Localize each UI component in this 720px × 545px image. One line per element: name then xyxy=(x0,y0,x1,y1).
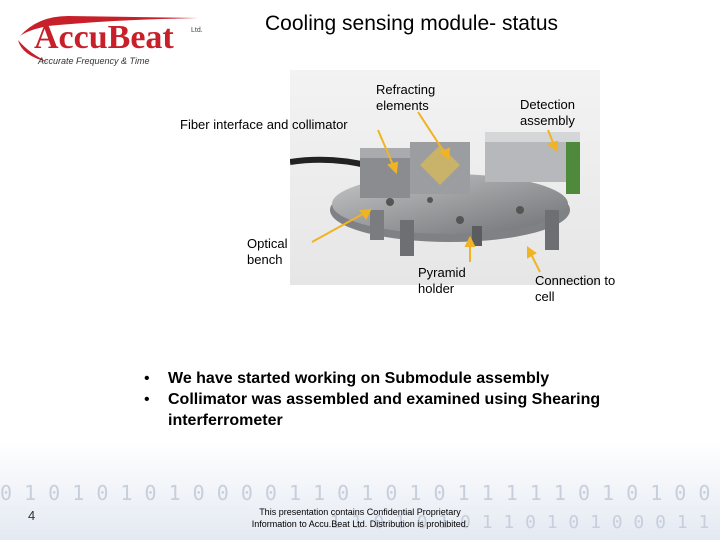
bullet-item: We have started working on Submodule ass… xyxy=(142,368,702,389)
label-connection-to-cell: Connection to cell xyxy=(535,273,616,304)
label-optical-bench: Optical bench xyxy=(247,236,288,267)
label-detection-assembly: Detection assembly xyxy=(520,97,575,128)
status-bullet-list: We have started working on Submodule ass… xyxy=(142,368,702,431)
binary-footer-background: 0 1 0 1 0 1 0 1 0 0 0 0 1 1 0 1 0 1 0 1 … xyxy=(0,440,720,540)
logo-ltd: Ltd. xyxy=(191,27,203,34)
logo-tagline: Accurate Frequency & Time xyxy=(37,56,149,66)
confidential-notice: This presentation contains Confidential … xyxy=(251,507,469,529)
label-pyramid-holder: Pyramid holder xyxy=(418,265,466,296)
accubeat-logo: AccuBeat Ltd. Accurate Frequency & Time xyxy=(8,10,208,70)
label-refracting-elements: Refracting elements xyxy=(376,82,436,113)
logo-wordmark: AccuBeat xyxy=(34,19,174,56)
binary-row: 1 1 0 1 0 1 0 1 1 0 1 0 1 0 0 0 1 1 1 1 … xyxy=(330,512,720,533)
bullet-item: Collimator was assembled and examined us… xyxy=(142,389,702,431)
slide-title: Cooling sensing module- status xyxy=(265,12,558,35)
slide-number: 4 xyxy=(28,508,36,523)
binary-row: 0 1 0 1 0 1 0 1 0 0 0 0 1 1 0 1 0 1 0 1 … xyxy=(0,481,720,505)
label-fiber-interface: Fiber interface and collimator xyxy=(180,117,348,132)
